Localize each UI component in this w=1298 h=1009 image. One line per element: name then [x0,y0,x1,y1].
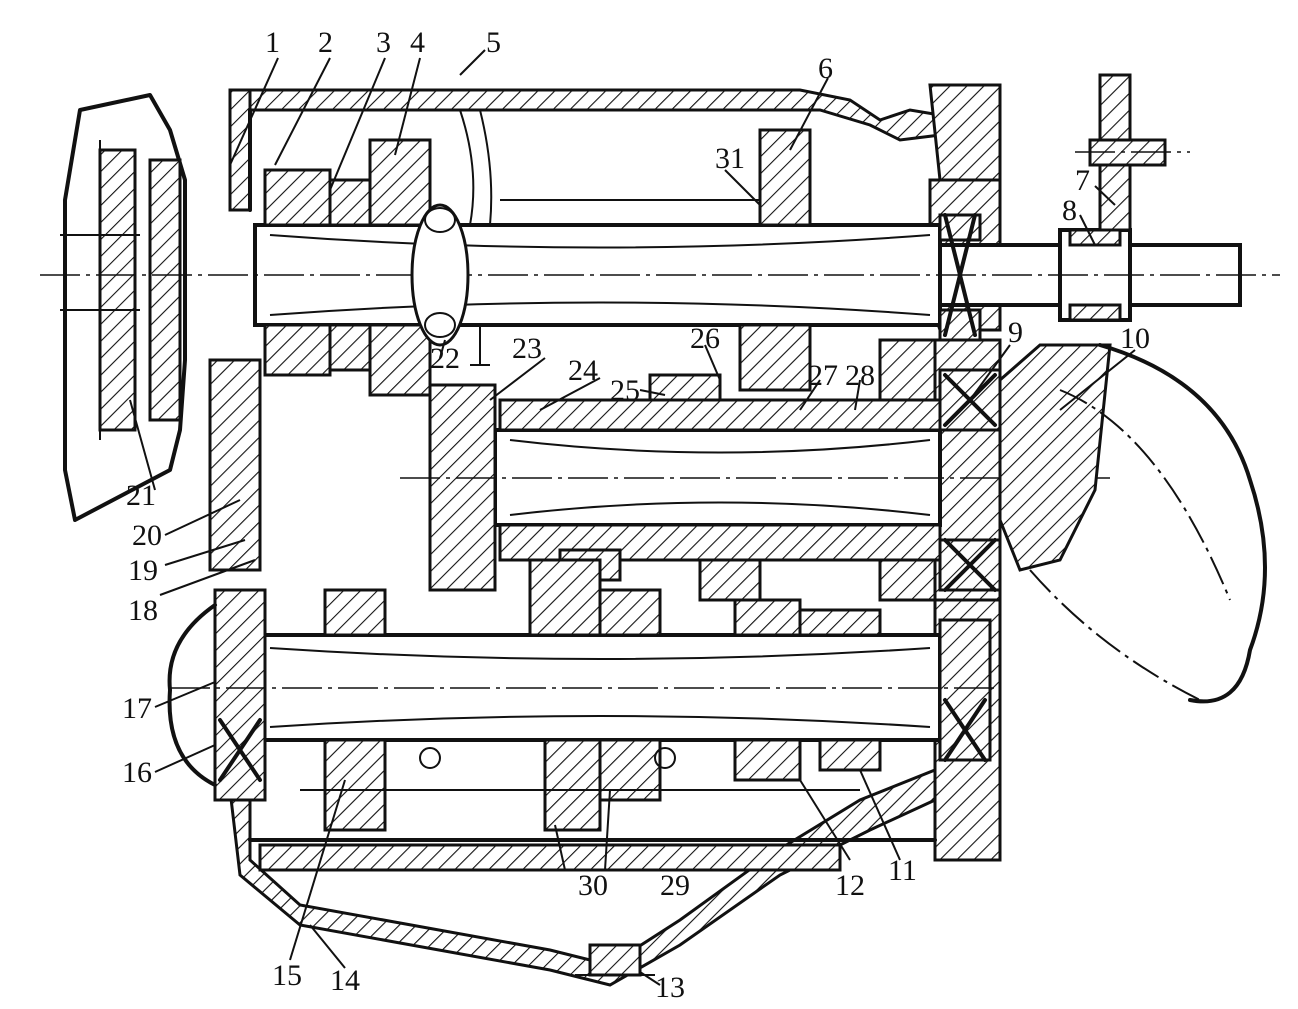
callout-17: 17 [122,692,152,725]
callout-29: 29 [660,869,690,902]
callout-4: 4 [410,26,425,59]
callout-8: 8 [1062,194,1077,227]
callout-14: 14 [330,964,360,997]
callout-31: 31 [715,142,745,175]
callout-22: 22 [430,342,460,375]
callout-21: 21 [126,479,156,512]
lower-shaft [167,558,1000,832]
callout-27: 27 [808,359,838,392]
callout-30: 30 [578,869,608,902]
upper-gears [263,109,982,422]
callout-15: 15 [272,959,302,992]
callout-2: 2 [318,26,333,59]
callout-labels: 1 2 3 4 5 6 7 8 9 10 11 12 13 14 15 16 1… [122,26,1150,1004]
callout-20: 20 [132,519,162,552]
callout-23: 23 [512,332,542,365]
callout-1: 1 [265,26,280,59]
callout-13: 13 [655,971,685,1004]
callout-6: 6 [818,52,833,85]
callout-16: 16 [122,756,152,789]
callout-9: 9 [1008,316,1023,349]
callout-leaders [129,49,1136,986]
callout-12: 12 [835,869,865,902]
callout-18: 18 [128,594,158,627]
callout-7: 7 [1075,164,1090,197]
callout-19: 19 [128,554,158,587]
bevel-gear [998,343,1267,704]
callout-3: 3 [376,26,391,59]
input-shaft [40,223,1280,327]
callout-24: 24 [568,354,598,387]
callout-5: 5 [486,26,501,59]
callout-11: 11 [888,854,917,887]
callout-26: 26 [690,322,720,355]
drain-plug [575,943,655,977]
bell-housing [60,93,187,522]
output-yoke [1075,73,1190,232]
callout-28: 28 [845,359,875,392]
callout-25: 25 [610,374,640,407]
callout-10: 10 [1120,322,1150,355]
